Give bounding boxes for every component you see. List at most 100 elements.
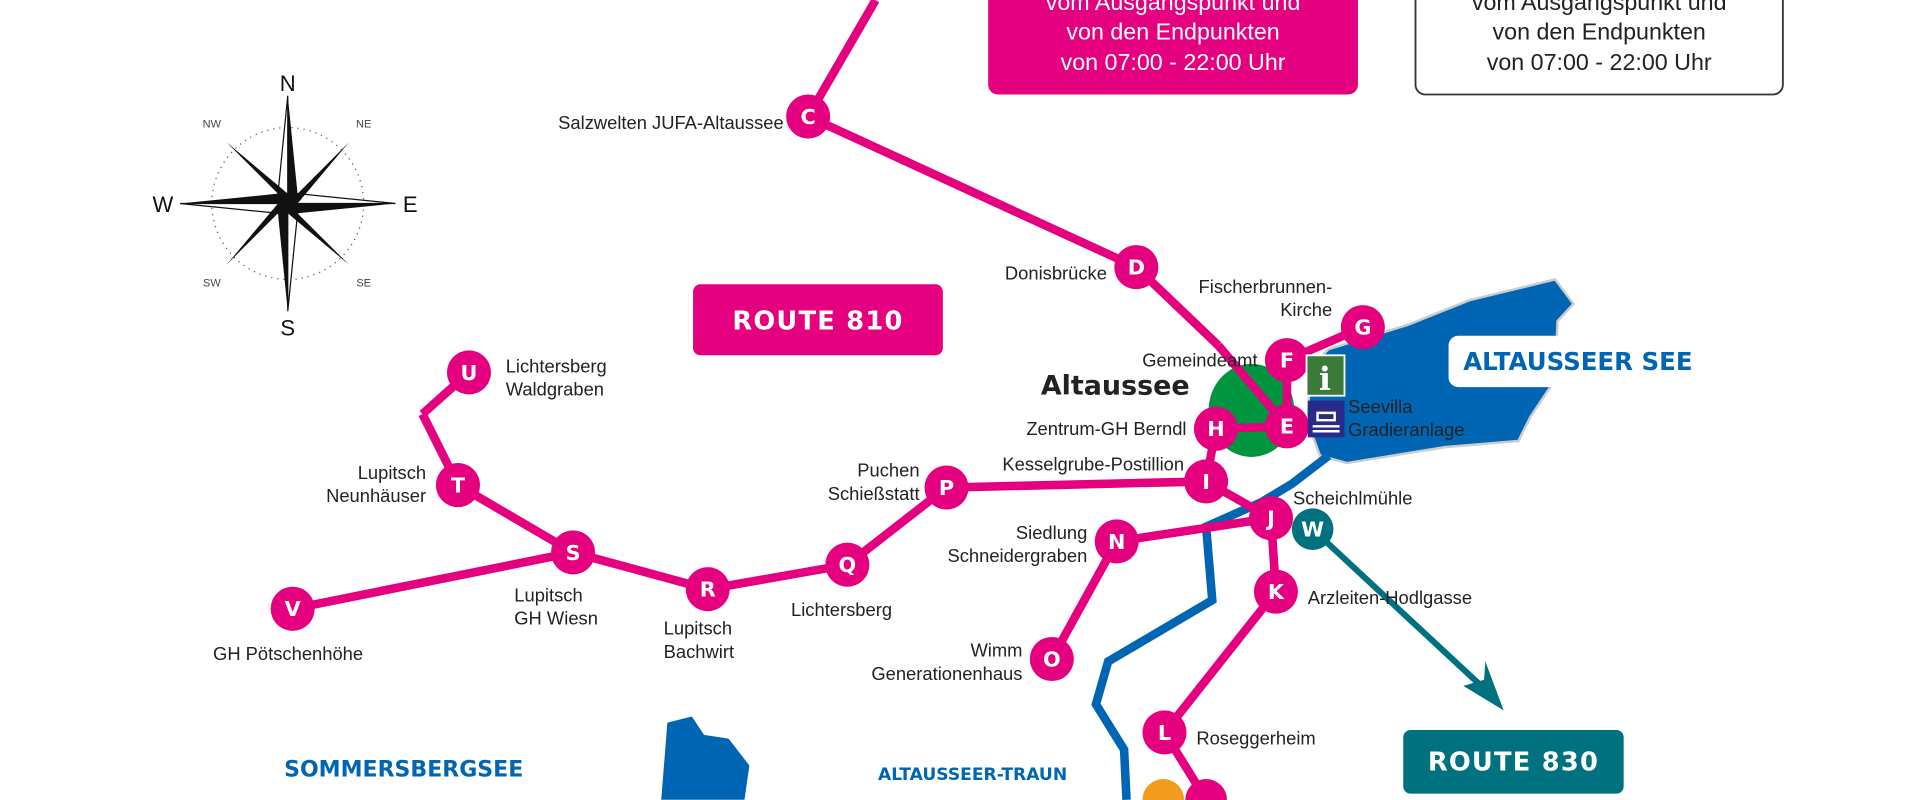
svg-text:SW: SW [203, 278, 221, 290]
stop-w[interactable]: W [1291, 508, 1334, 550]
route-830-badge[interactable]: ROUTE 830 [1403, 730, 1624, 794]
altausseer-traun-label: ALTAUSSEER-TRAUN [878, 765, 1067, 785]
stop-marker[interactable] [1142, 710, 1187, 755]
stop-letter: R [700, 578, 716, 602]
sommersbergsee-lake [661, 716, 750, 800]
stop-label: Lupitsch [514, 584, 582, 605]
stop-c[interactable]: C Salzwelten JUFA-Altaussee [558, 94, 831, 139]
stop-letter: V [285, 597, 301, 621]
route-segment [455, 481, 576, 557]
svg-text:SE: SE [356, 278, 371, 290]
stop-marker[interactable] [825, 542, 870, 587]
altausseer-traun-river [1091, 452, 1332, 800]
stop-label: Generationenhaus [871, 663, 1022, 684]
svg-text:NW: NW [203, 119, 222, 131]
route-segment [1161, 588, 1280, 736]
stop-marker[interactable] [1253, 569, 1298, 614]
route-segment [1048, 539, 1121, 662]
stop-label: Zentrum-GH Berndl [1026, 418, 1186, 439]
stop-letter: C [801, 105, 816, 129]
stop-label: Scheichlmühle [1293, 488, 1412, 509]
route-segment [571, 548, 709, 594]
stop-marker[interactable] [924, 465, 969, 510]
route-810-badge[interactable]: ROUTE 810 [693, 284, 943, 356]
stop-marker[interactable] [1248, 496, 1294, 541]
route-830-line [1310, 526, 1504, 711]
stop-marker[interactable] [1264, 338, 1309, 383]
stop-label: Gradieranlage [1348, 419, 1464, 440]
stop-letter: E [1280, 415, 1294, 439]
stop-marker[interactable] [1193, 406, 1238, 451]
stop-marker[interactable] [1340, 305, 1385, 350]
stop-l[interactable]: L Roseggerheim [1142, 710, 1316, 755]
stop-marker[interactable] [1264, 404, 1309, 449]
stop-marker[interactable] [435, 463, 480, 508]
svg-text:ROUTE 810: ROUTE 810 [732, 307, 903, 337]
stop-letter: U [461, 361, 478, 385]
route-segment [1116, 513, 1272, 546]
svg-text:i: i [1319, 360, 1331, 398]
svg-text:vom Ausgangspunkt und: vom Ausgangspunkt und [1046, 0, 1301, 15]
stop-marker[interactable] [1029, 636, 1074, 682]
stop-label: Roseggerheim [1196, 728, 1315, 749]
route-segment [806, 112, 1139, 272]
stop-label: Lichtersberg [506, 355, 607, 376]
svg-text:W: W [152, 192, 173, 217]
stop-label: Waldgraben [506, 379, 604, 400]
stop-label: Wimm [970, 640, 1022, 661]
stop-label: Arzleiten-Hodlgasse [1308, 587, 1472, 608]
stop-marker[interactable] [446, 350, 492, 395]
compass-rose: N S E W NE NW SE SW [152, 71, 417, 341]
stop-label: Seevilla [1348, 396, 1413, 417]
stop-marker[interactable] [685, 567, 730, 612]
stop-letter: K [1268, 580, 1285, 604]
svg-text:E: E [403, 192, 418, 217]
sommersbergsee-label: SOMMERSBERGSEE [284, 758, 523, 783]
stop-label: Lichtersberg [791, 599, 892, 620]
stop-letter: Q [839, 553, 857, 577]
stop-marker[interactable] [1291, 508, 1334, 550]
stop-label: Donisbrücke [1005, 262, 1107, 283]
svg-text:vom Ausgangspunkt und: vom Ausgangspunkt und [1472, 0, 1727, 15]
stop-letter: W [1301, 518, 1324, 542]
stop-label: Schießstatt [828, 483, 920, 504]
altaussee-town-label: Altaussee [1041, 370, 1190, 401]
stop-marker[interactable] [1184, 459, 1229, 504]
stop-label: Salzwelten JUFA-Altaussee [558, 112, 784, 133]
saline-icon [1307, 400, 1345, 438]
stop-marker[interactable] [1114, 245, 1159, 290]
stop-letter: L [1158, 721, 1171, 745]
stop-label: Schneidergraben [948, 545, 1088, 566]
stop-label: Gemeindeamt [1142, 349, 1257, 370]
stop-label: Bachwirt [664, 641, 734, 662]
stop-marker[interactable] [1094, 519, 1139, 564]
stop-label: Lupitsch [358, 462, 426, 483]
svg-text:NE: NE [356, 119, 371, 131]
stop-marker[interactable] [551, 530, 596, 575]
stop-v[interactable]: VGH Pötschenhöhe [213, 586, 363, 664]
stop-q[interactable]: Q Lichtersberg [791, 542, 892, 620]
stop-marker[interactable] [270, 586, 315, 631]
stop-letter: P [939, 476, 954, 500]
route-segment [946, 477, 1207, 492]
stop-k[interactable]: K Arzleiten-Hodlgasse [1253, 569, 1472, 614]
stop-marker[interactable] [786, 94, 831, 139]
stop-label: GH Wiesn [514, 608, 598, 629]
stop-label: Fischerbrunnen- [1199, 276, 1333, 297]
info-box-810: vom Ausgangspunkt und von den Endpunkten… [988, 0, 1358, 95]
stop-marker-partial [1185, 778, 1227, 800]
